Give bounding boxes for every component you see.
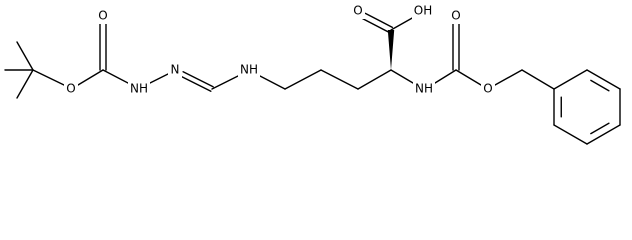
bond-n-c-double-a [180, 75, 212, 92]
atom-carbonyl-o-boc-label: O [98, 9, 107, 23]
atom-n-hydrazine: N [168, 62, 182, 78]
bond-ring-4 [553, 124, 588, 145]
bond-ring-inner-1 [590, 122, 610, 135]
bond-ring-1 [586, 69, 621, 90]
atom-carbonyl-o-boc: O [96, 8, 110, 24]
atom-n-hydrazine-label: N [171, 63, 180, 77]
bond-ring-inner-0 [590, 79, 610, 92]
bond-calpha-nh [390, 69, 414, 84]
atom-labels-group: O O NH N NH O OH NH [64, 3, 495, 97]
atom-nh-alpha: NH [413, 81, 435, 97]
atom-carboxyl-o: O [351, 3, 365, 19]
chemical-structure: O O NH N NH O OH NH [4, 3, 621, 145]
bond-ch2-ch2-b [320, 69, 359, 90]
atom-carbonyl-o-cbz-label: O [451, 9, 460, 23]
atom-nh-hydrazine-label: NH [130, 82, 148, 96]
atom-ester-o-cbz-label: O [483, 82, 492, 96]
bond-ch2-ch2-a [284, 69, 322, 90]
bond-nh-n [149, 73, 169, 84]
bond-ch2-ring [521, 69, 555, 90]
bond-nh-c-cbz [434, 69, 457, 84]
bond-c-o-cbz [455, 69, 482, 86]
atom-carboxyl-o-label: O [353, 4, 362, 18]
atom-carbonyl-o-cbz: O [449, 8, 463, 24]
bond-nh-ch2 [259, 75, 286, 90]
atom-nh-alpha-label: NH [415, 82, 433, 96]
bond-ch2-calpha [357, 69, 392, 90]
bond-c-oh [390, 16, 415, 31]
bond-c-nh-guanidine [211, 75, 239, 90]
bond-tbu-o [32, 69, 65, 86]
bonds-group [4, 12, 621, 145]
bond-tbu-me3 [16, 69, 34, 99]
atom-ester-o-boc: O [64, 81, 78, 97]
atom-nh-guanidine: NH [238, 62, 260, 78]
bond-o-c-boc [77, 69, 104, 86]
bond-ring-3 [586, 124, 621, 145]
atom-nh-hydrazine: NH [128, 81, 150, 97]
bond-c-o-double-acid-b [361, 17, 391, 34]
bond-n-c-double-b [182, 71, 214, 88]
atom-ester-o-boc-label: O [66, 82, 75, 96]
atom-carboxyl-oh: OH [412, 3, 434, 19]
bond-o-ch2 [494, 69, 523, 86]
bond-calpha-cooh-wedge [387, 30, 395, 70]
bond-c-nh-boc [102, 69, 129, 84]
atom-ester-o-cbz: O [481, 81, 495, 97]
bond-tbu-me1 [16, 41, 34, 71]
atom-carboxyl-oh-label: OH [414, 4, 432, 18]
bond-c-o-double-acid-a [364, 12, 394, 29]
bond-ring-0 [553, 69, 588, 90]
atom-nh-guanidine-label: NH [240, 63, 258, 77]
